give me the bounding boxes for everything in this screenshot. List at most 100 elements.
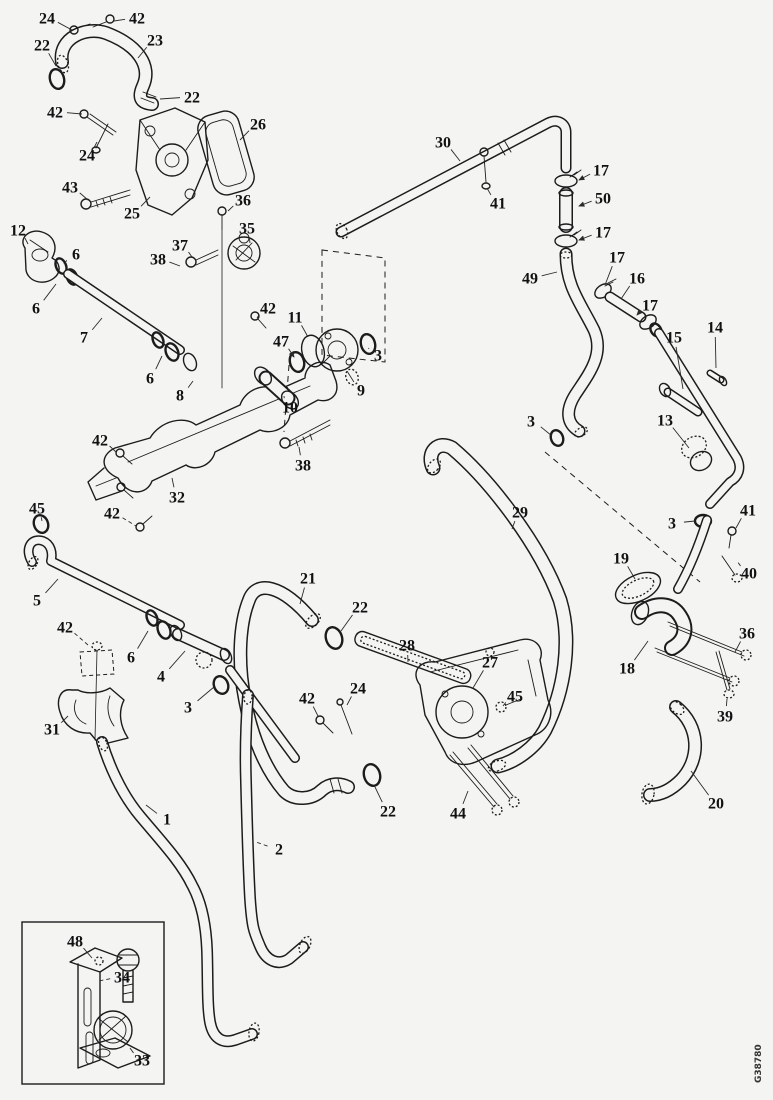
callout-42: 42 <box>299 691 315 708</box>
callout-3: 3 <box>184 700 192 717</box>
bypass-hose-23 <box>48 14 159 154</box>
callout-3: 3 <box>374 348 382 365</box>
callout-3: 3 <box>527 414 535 431</box>
leader-line-47 <box>288 348 295 358</box>
outlet-elbow-10 <box>253 366 300 410</box>
callout-3: 3 <box>668 516 676 533</box>
leader-line-19 <box>627 566 636 580</box>
leader-line-31 <box>60 715 69 724</box>
leader-line-45 <box>502 702 507 707</box>
callout-42: 42 <box>104 506 120 523</box>
oring-6-pipe5a <box>145 609 159 627</box>
callout-45: 45 <box>507 689 523 706</box>
callout-18: 18 <box>619 661 635 678</box>
callout-24: 24 <box>350 681 366 698</box>
callout-14: 14 <box>707 320 723 337</box>
callout-34: 34 <box>114 970 130 987</box>
callout-42: 42 <box>260 301 276 318</box>
callout-48: 48 <box>67 934 83 951</box>
drawing-number: G38780 <box>754 1044 764 1083</box>
leader-line-24 <box>346 696 352 706</box>
hose-1 <box>96 736 260 1048</box>
callout-36: 36 <box>235 193 251 210</box>
gasket-19 <box>614 571 662 605</box>
leader-line-20 <box>690 770 709 796</box>
suction-pipe-5 <box>23 514 300 763</box>
leader-line-42 <box>256 314 260 319</box>
oring-3-outlet <box>359 332 377 356</box>
oring-6-pipe5b <box>156 620 172 640</box>
callout-42: 42 <box>57 620 73 637</box>
callout-22: 22 <box>34 38 50 55</box>
long-hose-29 <box>423 438 574 774</box>
clamp-bracket-31 <box>57 641 129 746</box>
bolt-41-upper <box>479 147 491 190</box>
callout-17: 17 <box>593 163 609 180</box>
bracket-32 <box>87 467 123 501</box>
callout-37: 37 <box>172 238 188 255</box>
bypass-pipe-7 <box>63 269 198 372</box>
inlet-fitting-12 <box>22 230 60 283</box>
oring-45-left <box>32 514 50 534</box>
leader-line-40 <box>736 560 741 567</box>
leader-line-22 <box>374 786 383 803</box>
callout-1: 1 <box>163 812 171 829</box>
gasket-28 <box>354 630 472 685</box>
bracket-48 <box>69 947 123 1069</box>
stud-24-left <box>91 123 109 154</box>
callout-19: 19 <box>613 551 629 568</box>
stud-40 <box>721 555 743 583</box>
callout-38: 38 <box>295 458 311 475</box>
leader-line-12 <box>24 237 29 245</box>
bolt-38-lower <box>279 419 331 449</box>
callout-6: 6 <box>146 371 154 388</box>
callout-16: 16 <box>629 271 645 288</box>
bolt-45-right <box>495 698 522 713</box>
cover-9 <box>315 328 359 386</box>
leader-line-2 <box>255 841 268 847</box>
leader-line-8 <box>187 380 194 388</box>
leader-line-22 <box>340 614 353 632</box>
leader-line-50 <box>578 200 592 207</box>
callout-13: 13 <box>657 413 673 430</box>
callout-45: 45 <box>29 501 45 518</box>
callout-17: 17 <box>609 250 625 267</box>
callout-6: 6 <box>127 650 135 667</box>
leader-line-34 <box>98 978 111 982</box>
leader-line-44 <box>462 790 469 805</box>
bolt-41-right <box>727 526 737 549</box>
construction-lines <box>283 249 701 583</box>
leader-line-42 <box>109 445 117 453</box>
upper-pipe-30 <box>335 115 605 447</box>
hose-20 <box>641 700 702 805</box>
leader-line-9 <box>346 370 355 383</box>
callout-15: 15 <box>666 330 682 347</box>
leader-line-7 <box>91 317 103 331</box>
leader-line-38 <box>298 446 301 456</box>
leader-line-17 <box>578 234 592 241</box>
hose-2 <box>239 689 312 969</box>
thermostat-35 <box>227 232 261 270</box>
inset-box <box>21 921 165 1085</box>
seal-11 <box>300 334 326 368</box>
callout-20: 20 <box>708 796 724 813</box>
leader-line-42 <box>74 632 89 646</box>
callout-5: 5 <box>33 593 41 610</box>
bolt-42-manifold-c <box>135 515 153 532</box>
leader-line-6 <box>63 260 68 265</box>
leader-line-39 <box>725 698 728 707</box>
leader-line-42 <box>66 112 83 115</box>
leader-line-22 <box>159 97 181 100</box>
callout-39: 39 <box>717 709 733 726</box>
callout-17: 17 <box>595 225 611 242</box>
callout-49: 49 <box>522 271 538 288</box>
callout-12: 12 <box>10 223 26 240</box>
callout-6: 6 <box>72 247 80 264</box>
callout-22: 22 <box>184 90 200 107</box>
callout-25: 25 <box>124 206 140 223</box>
bolt-34 <box>116 948 140 1003</box>
leader-line-42 <box>113 18 126 22</box>
callout-43: 43 <box>62 180 78 197</box>
